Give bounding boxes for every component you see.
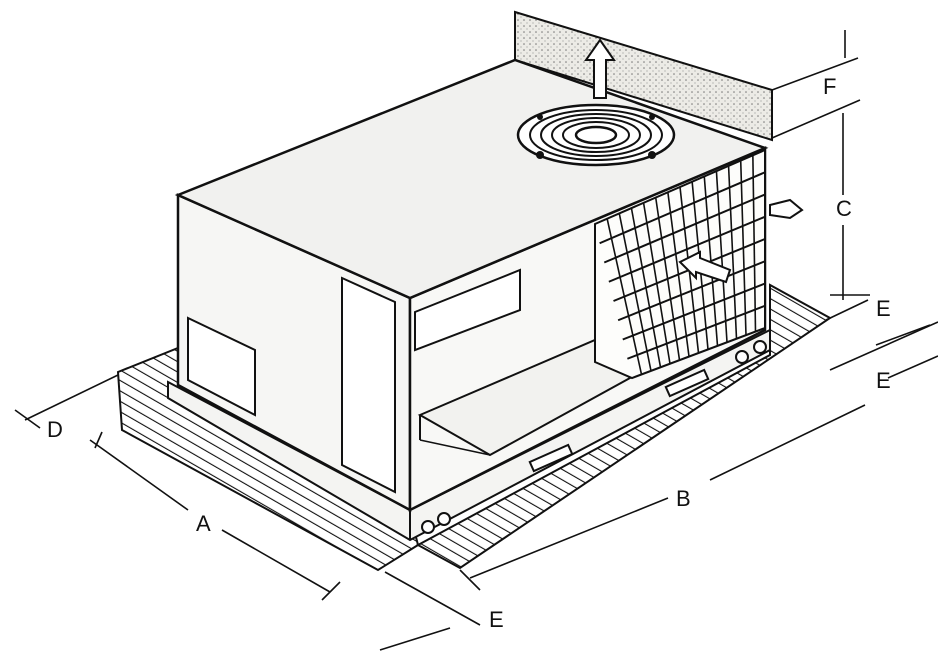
coil-column-line: [703, 176, 719, 346]
coil-column-line: [642, 202, 671, 364]
dimension-label-c: C: [836, 196, 852, 221]
coil-column-line: [727, 165, 738, 339]
dimension-label-e-lower: E: [489, 607, 504, 632]
airflow-coil-arrow: [678, 250, 732, 284]
condenser-fan-guard: [516, 103, 676, 167]
dimension-label-d: D: [47, 417, 63, 442]
dimension-lines: [14, 30, 938, 651]
dimension-label-b: B: [676, 486, 691, 511]
dimension-label-e-upper: E: [876, 296, 891, 321]
condenser-coil-grille: [594, 148, 766, 380]
dimension-label-a: A: [196, 511, 211, 536]
dimension-label-f: F: [823, 74, 837, 99]
coil-column-line: [630, 207, 662, 368]
coil-column-line: [654, 197, 681, 361]
coil-column-line: [715, 171, 728, 343]
coil-column-line: [739, 160, 747, 336]
airflow-side-arrow: [769, 198, 804, 220]
coil-column-line: [606, 218, 643, 375]
rear-obstruction: [514, 10, 773, 142]
unit-left-side: [176, 193, 412, 513]
dimension-label-e-middle: E: [876, 368, 891, 393]
airflow-up-arrow: [584, 38, 616, 99]
clearance-zone-front: [415, 283, 832, 570]
coil-column-line: [667, 192, 690, 357]
coil-column-line: [618, 213, 652, 372]
coil-column-line: [752, 155, 757, 332]
